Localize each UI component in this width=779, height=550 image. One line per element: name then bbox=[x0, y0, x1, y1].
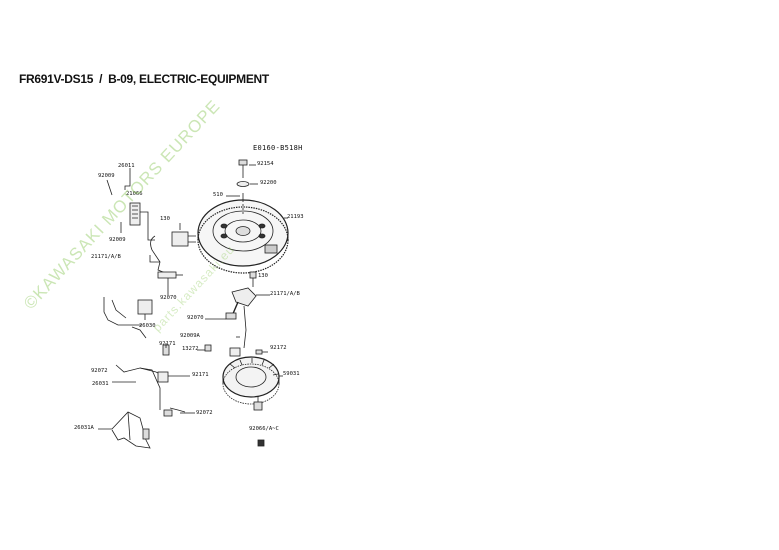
part-label-21193: 21193 bbox=[287, 214, 304, 220]
part-label-92070-mid: 92070 bbox=[187, 315, 204, 321]
part-label-130-right: 130 bbox=[258, 273, 268, 279]
part-label-21171ab-left: 21171/A/B bbox=[91, 254, 121, 260]
part-label-92009a: 92009A bbox=[180, 333, 200, 339]
rectifier-harness-drawing bbox=[112, 343, 212, 417]
bolt-washer-key-drawing bbox=[226, 159, 288, 219]
part-label-59031: 59031 bbox=[283, 371, 300, 377]
part-label-21066: 21066 bbox=[126, 191, 143, 197]
part-label-21171ab-right: 21171/A/B bbox=[270, 291, 300, 297]
part-label-92172: 92172 bbox=[270, 345, 287, 351]
part-label-92171-top: 92171 bbox=[159, 341, 176, 347]
part-label-13272: 13272 bbox=[182, 346, 199, 352]
part-label-92070-left: 92070 bbox=[160, 295, 177, 301]
diagram-code: E0160-B518H bbox=[253, 144, 303, 152]
title-separator: / bbox=[99, 72, 103, 86]
model-name: FR691V-DS15 bbox=[19, 72, 94, 86]
part-label-130-top: 130 bbox=[160, 216, 170, 222]
part-label-92200: 92200 bbox=[260, 180, 277, 186]
part-label-26030: 26030 bbox=[139, 323, 156, 329]
pickup-coil-drawing bbox=[205, 271, 270, 357]
part-label-92009-top: 92009 bbox=[98, 173, 115, 179]
harness-lower-drawing bbox=[103, 297, 153, 339]
part-label-92154: 92154 bbox=[257, 161, 274, 167]
part-label-26011: 26011 bbox=[118, 163, 135, 169]
flywheel-drawing bbox=[197, 199, 289, 274]
part-label-26031a: 26031A bbox=[74, 425, 94, 431]
part-label-92171-mid: 92171 bbox=[192, 372, 209, 378]
part-label-92009-mid: 92009 bbox=[109, 237, 126, 243]
section-name: B-09, ELECTRIC-EQUIPMENT bbox=[108, 72, 269, 86]
part-label-26031: 26031 bbox=[92, 381, 109, 387]
harness-upper-drawing bbox=[106, 168, 196, 295]
page-title: FR691V-DS15 / B-09, ELECTRIC-EQUIPMENT bbox=[19, 72, 269, 86]
stator-drawing bbox=[222, 349, 283, 447]
part-label-92072-bot: 92072 bbox=[196, 410, 213, 416]
loop-harness-drawing bbox=[98, 411, 151, 449]
part-label-92066: 92066/A~C bbox=[249, 426, 279, 432]
part-label-510: 510 bbox=[213, 192, 223, 198]
part-label-92072-top: 92072 bbox=[91, 368, 108, 374]
